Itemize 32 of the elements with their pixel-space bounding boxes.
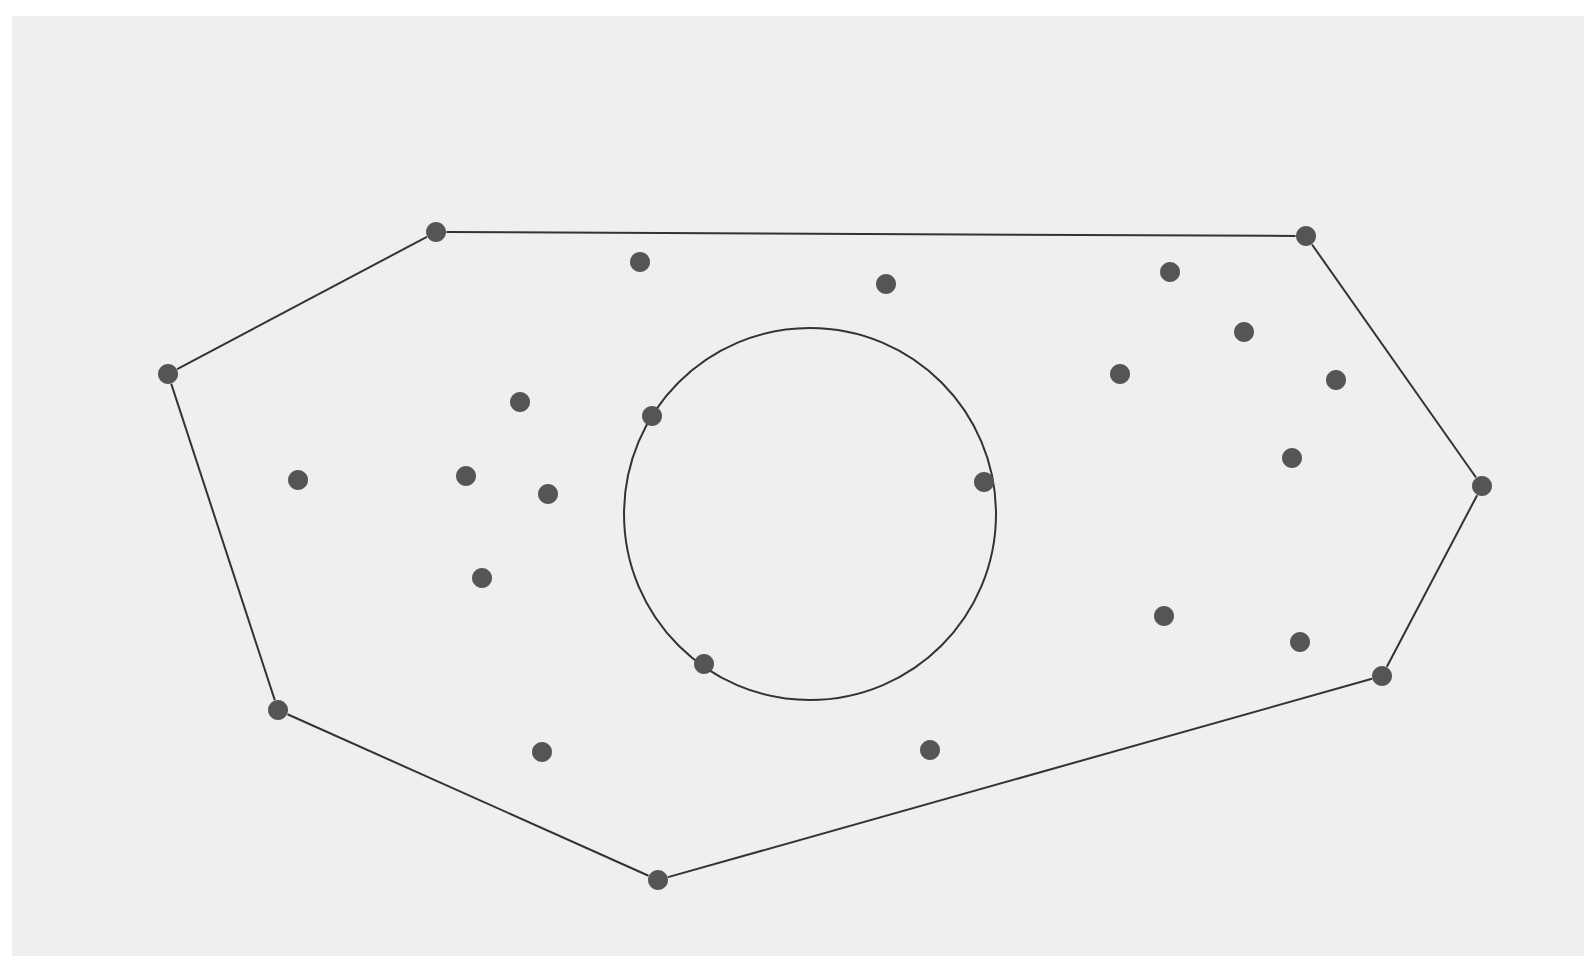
hull-line xyxy=(1385,494,1479,668)
hull-line xyxy=(286,713,650,877)
point-dot xyxy=(876,274,896,294)
point-dot xyxy=(648,870,668,890)
point-dot xyxy=(642,406,662,426)
point-dot xyxy=(538,484,558,504)
hull-line xyxy=(1311,243,1477,479)
point-dot xyxy=(1296,226,1316,246)
point-dot xyxy=(1160,262,1180,282)
hull-line xyxy=(667,677,1373,879)
point-dot xyxy=(1110,364,1130,384)
point-dot xyxy=(532,742,552,762)
point-dot xyxy=(920,740,940,760)
point-dot xyxy=(1290,632,1310,652)
point-dot xyxy=(1154,606,1174,626)
point-dot xyxy=(268,700,288,720)
point-dot xyxy=(1326,370,1346,390)
point-dot xyxy=(1282,448,1302,468)
point-dot xyxy=(1372,666,1392,686)
hull-line xyxy=(176,235,428,371)
point-dot xyxy=(426,222,446,242)
hull-line xyxy=(170,382,276,702)
point-dot xyxy=(456,466,476,486)
hull-line xyxy=(445,231,1297,237)
point-dot xyxy=(1234,322,1254,342)
point-dot xyxy=(288,470,308,490)
circle-outline xyxy=(623,327,997,701)
point-dot xyxy=(1472,476,1492,496)
point-dot xyxy=(510,392,530,412)
point-dot xyxy=(630,252,650,272)
point-dot xyxy=(472,568,492,588)
point-dot xyxy=(158,364,178,384)
